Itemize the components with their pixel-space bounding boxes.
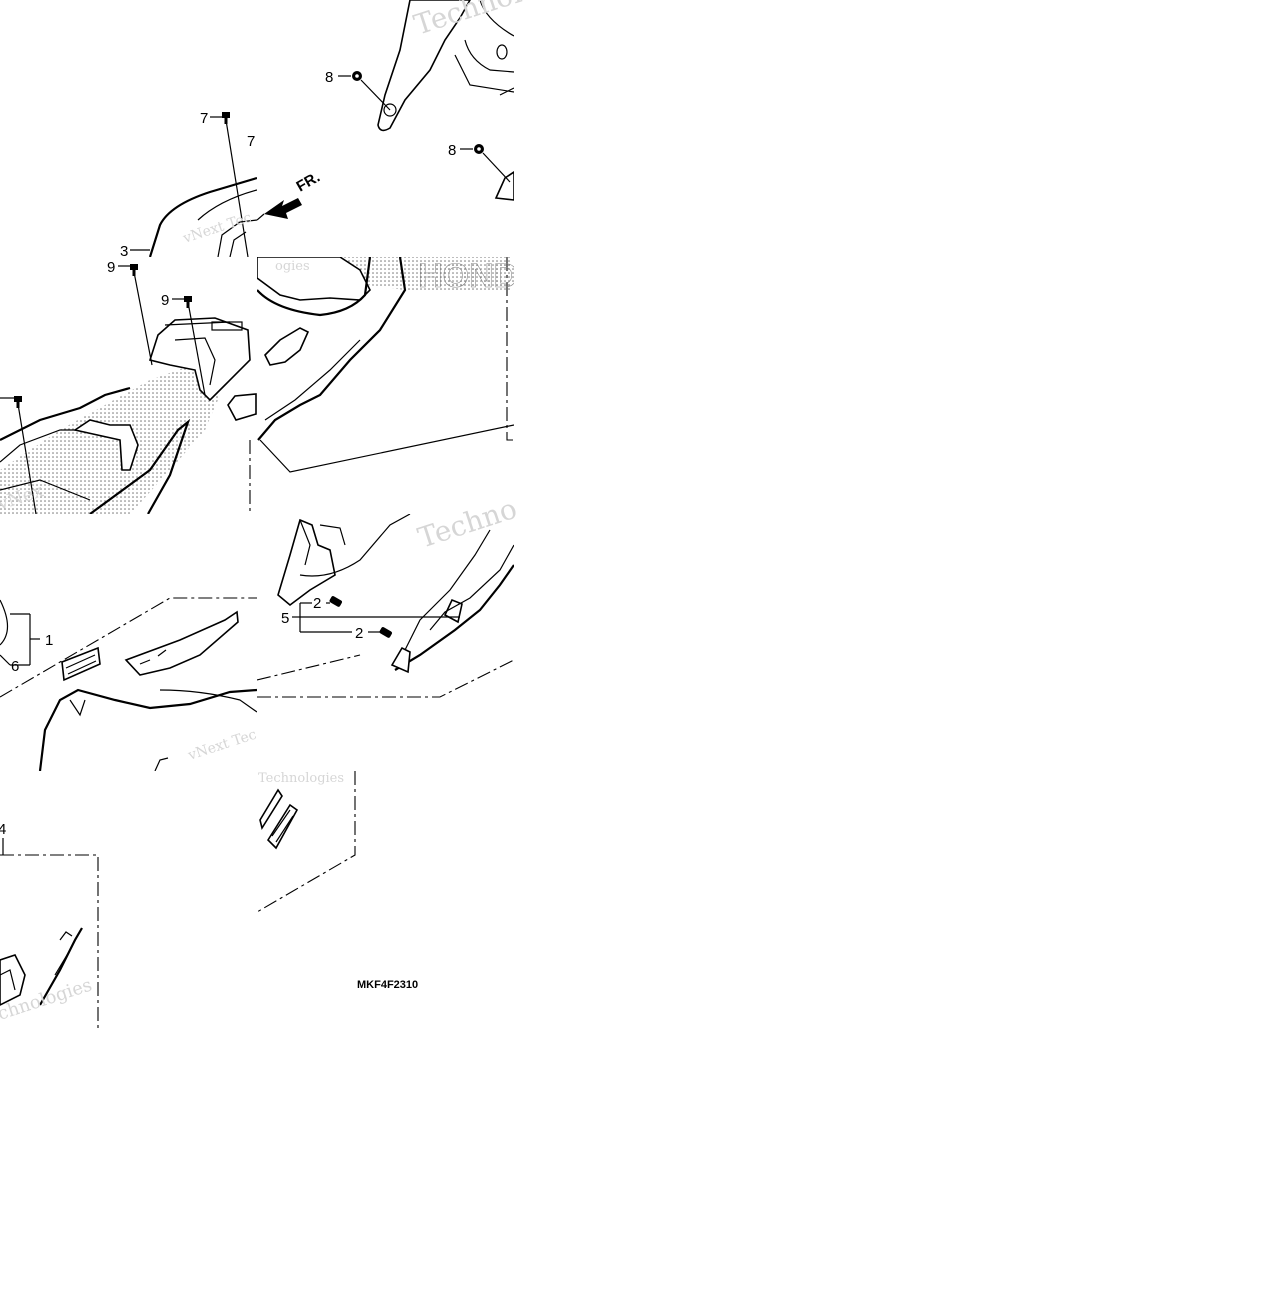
- svg-text:vNext Tec: vNext Tec: [180, 210, 253, 247]
- svg-text:Technologies: Technologies: [258, 771, 344, 786]
- callout-4: 4: [0, 821, 6, 838]
- tile-lower-right: [257, 514, 514, 698]
- callout-6: 6: [11, 658, 19, 675]
- tile-mid-right: HONDA: [257, 257, 543, 473]
- svg-text:vNext Tec: vNext Tec: [185, 727, 258, 764]
- callout-7-bolt: 7: [200, 110, 208, 127]
- svg-text:ogies: ogies: [275, 259, 310, 274]
- front-arrow-icon: [264, 198, 302, 219]
- bolt-icon: [130, 264, 138, 276]
- bolt-icon: [184, 296, 192, 308]
- bolt-icon: [14, 396, 22, 408]
- callout-1: 1: [45, 632, 53, 649]
- callout-labels: 1 2 2 3 4 5 6 7 7 8 8 9 9: [0, 69, 456, 838]
- nut-icon: [474, 144, 484, 154]
- grommet-icon: [329, 596, 342, 607]
- callout-8-upper: 8: [325, 69, 333, 86]
- tile-mid-left: [0, 264, 257, 514]
- svg-text:Technologies: Technologies: [410, 0, 596, 42]
- nut-icon: [352, 71, 362, 81]
- brand-logo-text: HONDA: [418, 257, 543, 295]
- svg-text:Techno: Techno: [414, 492, 521, 555]
- tile-upper-left: [130, 112, 257, 257]
- callout-2-upper: 2: [313, 595, 321, 612]
- diagram-code: MKF4F2310: [357, 979, 418, 991]
- bolt-icon: [222, 112, 230, 124]
- callout-9-right: 9: [161, 292, 169, 309]
- callout-9-left: 9: [107, 259, 115, 276]
- tile-bottom-left: [0, 838, 99, 1028]
- callout-3: 3: [120, 243, 128, 260]
- callout-2-lower: 2: [355, 625, 363, 642]
- grommet-icon: [379, 627, 392, 638]
- tile-bottom-right: [257, 771, 356, 913]
- tile-upper-right: [257, 0, 514, 221]
- tile-lower-left: [0, 597, 257, 771]
- callout-5: 5: [281, 610, 289, 627]
- front-direction-label: FR.: [294, 169, 323, 196]
- callout-8-lower: 8: [448, 142, 456, 159]
- callout-7-right: 7: [247, 133, 255, 150]
